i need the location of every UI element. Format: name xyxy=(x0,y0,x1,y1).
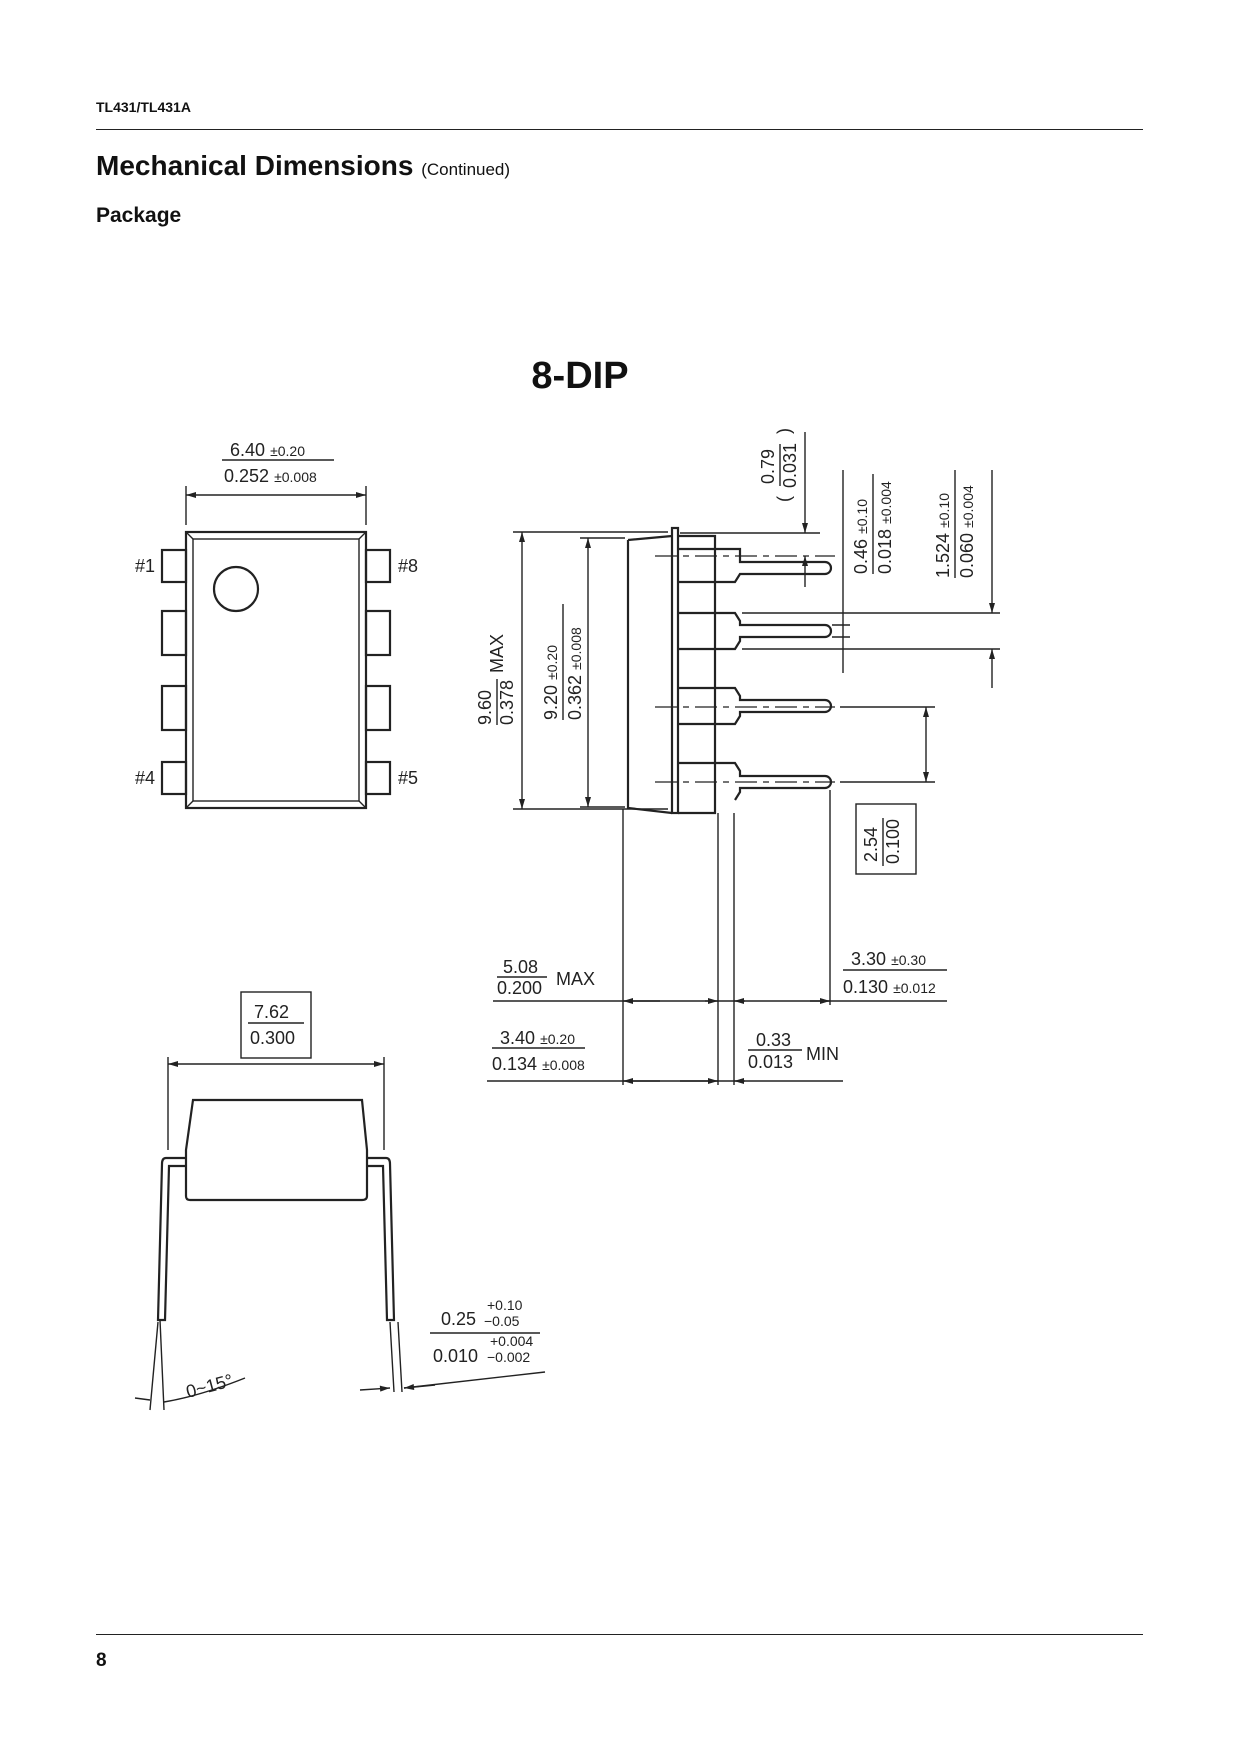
svg-text:−0.002: −0.002 xyxy=(487,1349,530,1365)
svg-text:MAX: MAX xyxy=(556,969,595,989)
svg-text:MIN: MIN xyxy=(806,1044,839,1064)
svg-text:+0.10: +0.10 xyxy=(487,1297,523,1313)
dim-width-mm: 6.40 ±0.20 xyxy=(230,440,305,460)
subsection-title: Package xyxy=(96,204,182,227)
svg-text:−0.05: −0.05 xyxy=(484,1313,520,1329)
basic-dim-box-pitch xyxy=(855,803,917,875)
section-title-note: (Continued) xyxy=(421,160,511,179)
dim-lead-length: 3.30 ±0.30 0.130 ±0.012 xyxy=(843,949,947,997)
svg-text:7.62: 7.62 xyxy=(254,1002,289,1022)
dim-lead-angle: 0~15° xyxy=(184,1370,235,1402)
svg-text:0.013: 0.013 xyxy=(748,1052,793,1072)
dim-width-in: 0.252 ±0.008 xyxy=(224,466,317,486)
svg-text:+0.004: +0.004 xyxy=(490,1333,533,1349)
svg-text:9.60: 9.60 xyxy=(475,690,495,725)
svg-text:3.40 ±0.20: 3.40 ±0.20 xyxy=(500,1028,575,1048)
svg-text:0.031: 0.031 xyxy=(780,443,800,488)
svg-text:3.30 ±0.30: 3.30 ±0.30 xyxy=(851,949,926,969)
svg-text:0.33: 0.33 xyxy=(756,1030,791,1050)
svg-text:0.200: 0.200 xyxy=(497,978,542,998)
page-number: 8 xyxy=(96,1650,107,1671)
svg-text:MAX: MAX xyxy=(487,634,507,673)
package-name: 8-DIP xyxy=(531,355,629,397)
top-view: #1 #4 #8 #5 6.40 ±0.20 0.252 ±0.008 xyxy=(135,440,418,810)
svg-text:1.524 ±0.10: 1.524 ±0.10 xyxy=(933,493,953,578)
pin1-marker xyxy=(212,565,260,613)
svg-text:0.79: 0.79 xyxy=(758,449,778,484)
svg-text:2.54: 2.54 xyxy=(861,827,881,862)
svg-text:0.100: 0.100 xyxy=(883,819,903,864)
pin-label-4: #4 xyxy=(135,768,155,788)
svg-text:9.20 ±0.20: 9.20 ±0.20 xyxy=(541,645,561,720)
dim-standoff-min: 0.330.013 MIN xyxy=(748,1030,839,1072)
svg-text:0.060 ±0.004: 0.060 ±0.004 xyxy=(957,485,977,578)
svg-text:0.300: 0.300 xyxy=(250,1028,295,1048)
svg-text:0.46 ±0.10: 0.46 ±0.10 xyxy=(851,499,871,574)
footer-divider xyxy=(96,1634,1143,1635)
svg-text:0.362 ±0.008: 0.362 ±0.008 xyxy=(565,627,585,720)
dim-body-height: 3.40 ±0.20 0.134 ±0.008 xyxy=(492,1028,585,1074)
basic-dim-box-row xyxy=(240,991,312,1059)
svg-text:0.010: 0.010 xyxy=(433,1346,478,1366)
svg-text:0.134 ±0.008: 0.134 ±0.008 xyxy=(492,1054,585,1074)
end-view: 7.62 0.300 0~15° 0.25 +0.10 −0.05 0.010 +… xyxy=(134,991,546,1411)
svg-text:0.25: 0.25 xyxy=(441,1309,476,1329)
svg-text:): ) xyxy=(774,428,794,434)
svg-text:0.130 ±0.012: 0.130 ±0.012 xyxy=(843,977,936,997)
svg-text:5.08: 5.08 xyxy=(503,957,538,977)
dim-shoulder-width: 1.524 ±0.10 0.060 ±0.004 xyxy=(933,470,977,578)
section-title: Mechanical Dimensions (Continued) xyxy=(96,150,510,182)
svg-text:(: ( xyxy=(774,496,794,502)
pin-label-8: #8 xyxy=(398,556,418,576)
dim-height-max: 5.080.200 MAX xyxy=(497,957,595,998)
svg-text:0.378: 0.378 xyxy=(497,680,517,725)
header-divider xyxy=(96,129,1143,130)
pin-label-1: #1 xyxy=(135,556,155,576)
dim-lead-thickness: 0.25 +0.10 −0.05 0.010 +0.004 −0.002 xyxy=(430,1297,540,1366)
section-title-text: Mechanical Dimensions xyxy=(96,150,414,181)
pin-label-5: #5 xyxy=(398,768,418,788)
dim-lead-width: 0.46 ±0.10 0.018 ±0.004 xyxy=(851,474,895,574)
dim-length: 9.20 ±0.20 0.362 ±0.008 xyxy=(541,604,585,720)
svg-text:0.018 ±0.004: 0.018 ±0.004 xyxy=(875,481,895,574)
document-header: TL431/TL431A xyxy=(96,99,191,115)
dim-row-spacing: 7.62 0.300 xyxy=(248,1002,304,1048)
